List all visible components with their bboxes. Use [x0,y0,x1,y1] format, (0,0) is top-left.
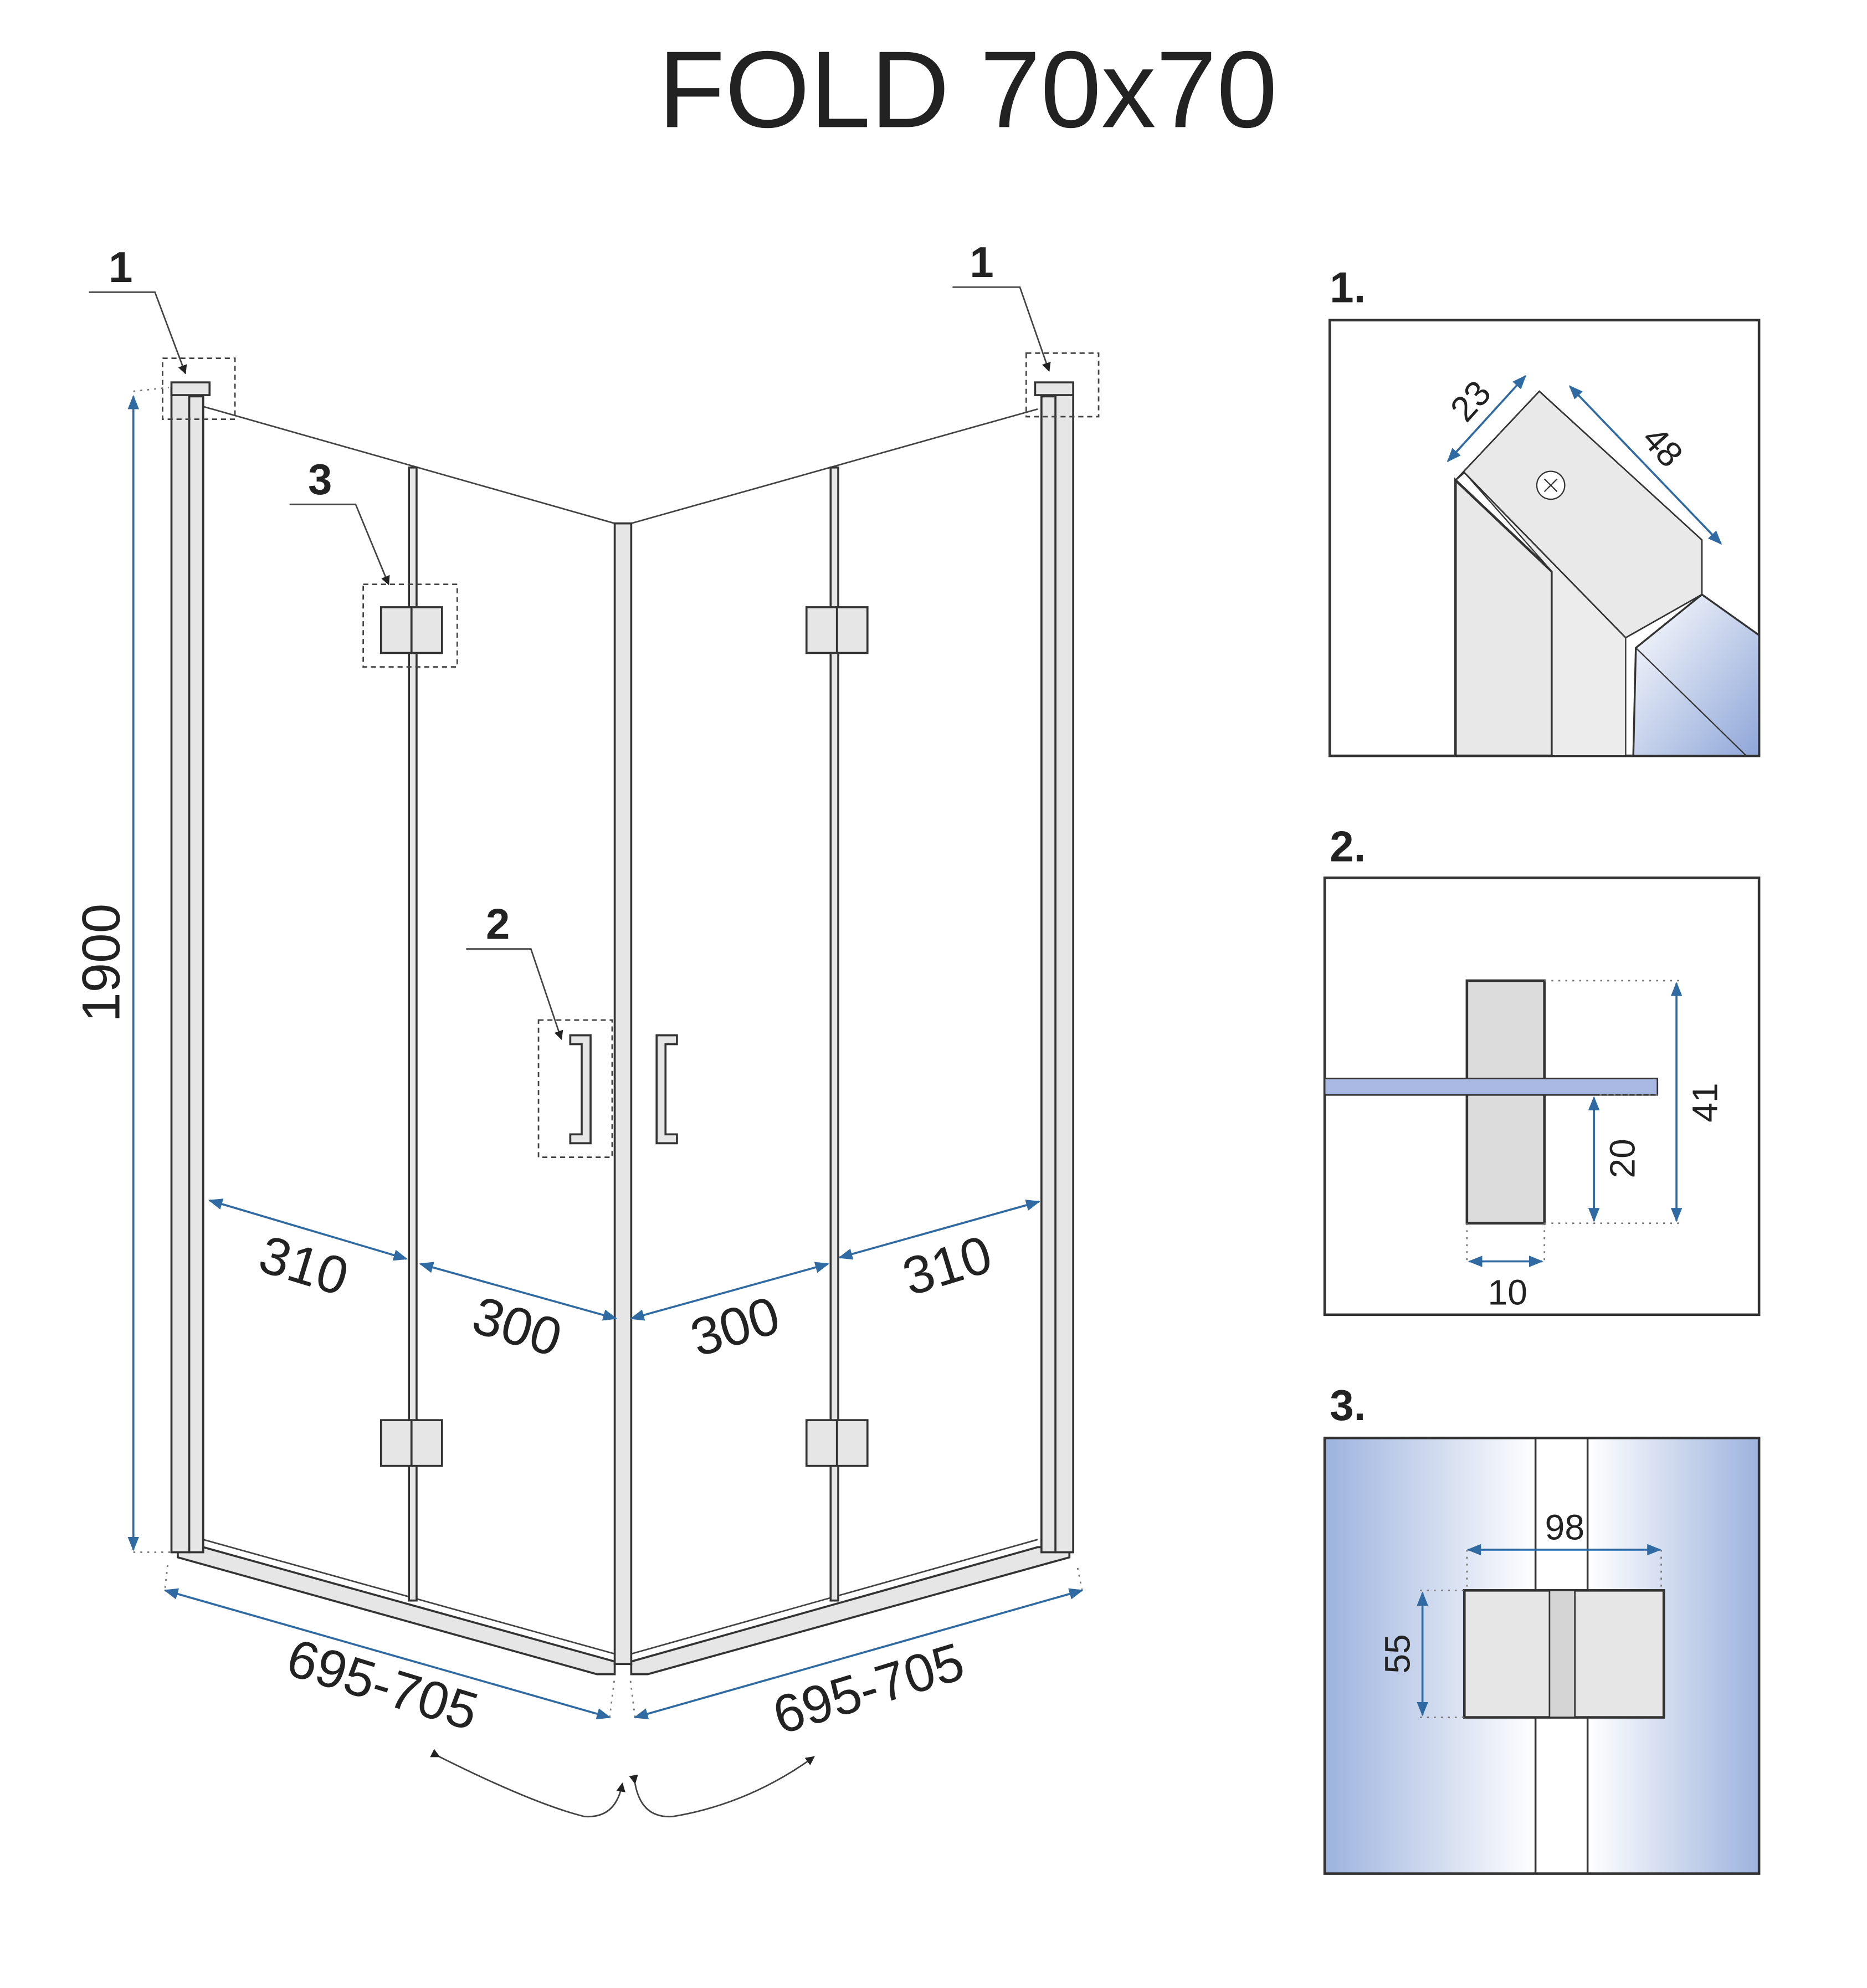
shower-enclosure [170,381,1075,1676]
detail-2-handle: 2. 41 20 10 [1323,822,1761,1316]
callout-2: 2 [486,899,510,948]
hinge [805,1419,869,1467]
dim-left-width: 695-705 [280,1628,485,1742]
detail-2-depth: 10 [1488,1273,1527,1313]
handle-right [655,1034,678,1145]
wall-profile-left [170,386,191,1554]
dim-left-inner-panel: 300 [466,1285,568,1368]
hinge [379,1419,443,1467]
adjust-arrow-left [430,1749,625,1818]
detail-3-height: 55 [1378,1634,1418,1673]
detail-1-label: 1. [1330,263,1366,312]
detail-2-offset: 20 [1602,1139,1642,1178]
dim-right-width: 695-705 [766,1632,971,1746]
bottom-rail-left [177,1546,616,1676]
callout-3: 3 [308,455,332,504]
detail-2-height: 41 [1685,1083,1725,1122]
bottom-rail-right [630,1546,1071,1676]
corner-post [613,522,633,1666]
callout-1-right: 1 [970,238,993,286]
dim-left-outer-panel: 310 [253,1224,355,1307]
adjust-arrow-right [629,1756,815,1818]
callout-1-left: 1 [109,243,132,291]
wall-profile-right [1054,386,1075,1554]
handle-left [569,1034,592,1145]
detail-2-label: 2. [1330,822,1366,870]
hinge [805,606,869,654]
detail-1-wall-profile: 1. 23 48 [1328,263,1761,757]
dim-height: 1900 [71,904,131,1022]
detail-3-width: 98 [1545,1508,1584,1548]
page-title: FOLD 70x70 [658,28,1278,150]
detail-3-hinge: 3. 98 55 [1323,1381,1761,1875]
hinge [379,606,443,654]
dim-right-inner-panel: 300 [684,1285,787,1368]
detail-3-label: 3. [1330,1381,1366,1429]
